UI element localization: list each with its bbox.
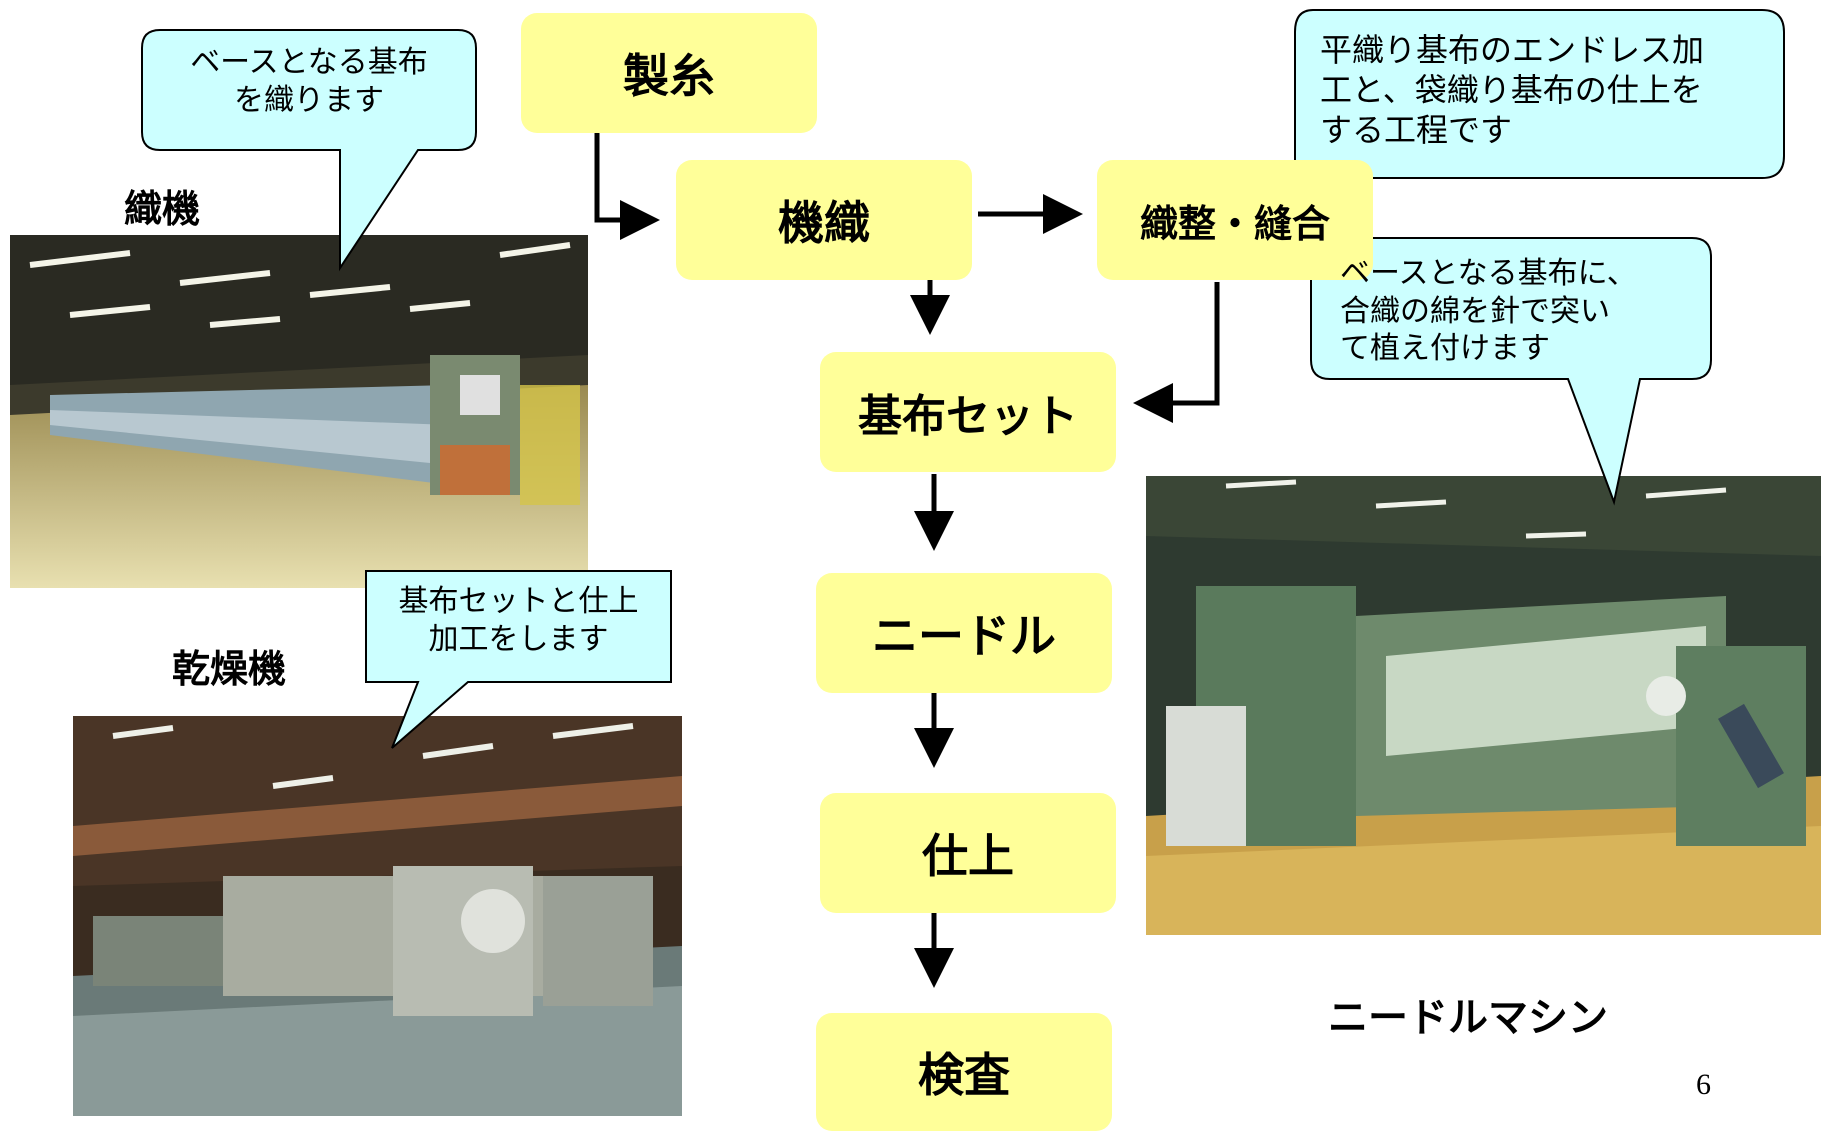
callout-loom-line: を織ります — [234, 82, 384, 118]
callout-dryer-text: 基布セットと仕上 加工をします — [366, 583, 671, 658]
flow-step-needle: ニードル — [816, 573, 1112, 693]
callout-dryer-line: 基布セットと仕上 — [398, 584, 639, 619]
callout-finishing-text: 平織り基布のエンドレス加 工と、袋織り基布の仕上を する工程です — [1320, 30, 1780, 150]
callout-loom-line: ベースとなる基布 — [190, 45, 428, 80]
callout-finishing-line: 平織り基布のエンドレス加 — [1320, 31, 1705, 69]
page-number: 6 — [1696, 1068, 1711, 1101]
flow-step-base-set: 基布セット — [820, 352, 1116, 472]
needle-machine-label: ニードルマシン — [1328, 995, 1608, 1041]
needle-machine-photo — [1146, 476, 1821, 935]
flow-step-weaving-label: 機織 — [778, 196, 870, 250]
arrow-step1-step2 — [594, 130, 660, 240]
arrow-step3-step4 — [1133, 282, 1220, 423]
loom-photo — [10, 235, 588, 588]
flow-step-finish-sew-label: 織整・縫合 — [1139, 201, 1330, 246]
flow-step-weaving: 機織 — [676, 160, 972, 280]
flow-step-yarn: 製糸 — [521, 13, 817, 133]
callout-loom-text: ベースとなる基布 を織ります — [142, 44, 476, 119]
callout-loom-shape — [141, 29, 477, 272]
flow-step-yarn-label: 製糸 — [623, 49, 715, 103]
flow-step-needle-label: ニードル — [872, 609, 1056, 663]
flow-step-inspection: 検査 — [816, 1013, 1112, 1131]
callout-finishing-shape — [1294, 9, 1785, 179]
callout-finishing-line: 工と、袋織り基布の仕上を — [1320, 71, 1703, 109]
dryer-photo — [73, 716, 682, 1116]
callout-dryer-line: 加工をします — [428, 621, 609, 657]
callout-needle-line: 合織の綿を針で突い — [1340, 293, 1610, 329]
flow-step-inspection-label: 検査 — [918, 1048, 1010, 1102]
loom-label: 織機 — [124, 187, 201, 231]
flow-step-finish-sew: 織整・縫合 — [1097, 160, 1373, 280]
flow-step-base-set-label: 基布セット — [858, 391, 1078, 442]
dryer-label: 乾燥機 — [172, 647, 287, 691]
callout-needle-text: ベースとなる基布に、 合織の綿を針で突い て植え付けます — [1340, 255, 1710, 368]
flow-step-finishing-label: 仕上 — [922, 829, 1014, 883]
callout-needle-line: ベースとなる基布に、 — [1340, 256, 1637, 291]
flow-step-finishing: 仕上 — [820, 793, 1116, 913]
callout-finishing-line: する工程です — [1320, 111, 1513, 149]
callout-dryer-shape — [365, 570, 672, 749]
callout-needle-line: て植え付けます — [1340, 331, 1550, 366]
